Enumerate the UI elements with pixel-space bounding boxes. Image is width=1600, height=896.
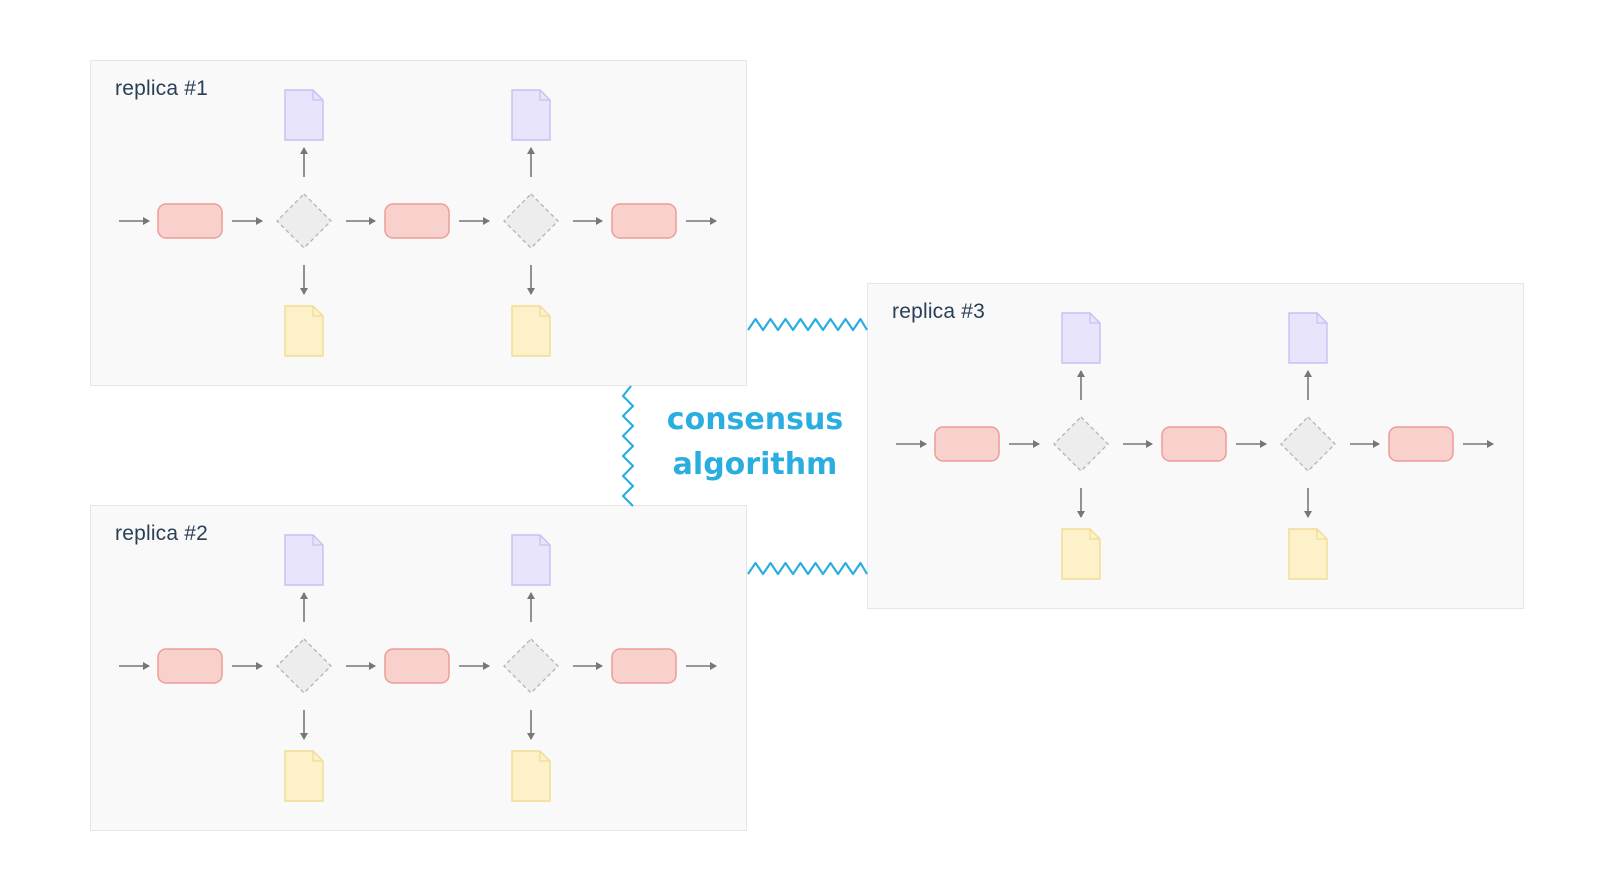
arrow-icon xyxy=(1009,440,1040,448)
arrow-icon xyxy=(346,217,376,225)
arrow-icon xyxy=(573,217,603,225)
arrow-icon xyxy=(527,592,535,622)
zigzag-connector-replica1-replica2 xyxy=(621,385,635,507)
arrow-icon xyxy=(459,662,490,670)
decision-diamond-icon xyxy=(276,638,332,694)
replica-panel-2: replica #2 xyxy=(90,505,747,831)
zigzag-connector-replica1-replica3 xyxy=(747,317,868,332)
state-box-icon xyxy=(157,648,223,684)
consensus-label-line-2: algorithm xyxy=(672,447,838,482)
document-icon xyxy=(1061,312,1101,364)
state-machine-flow xyxy=(119,89,717,357)
consensus-algorithm-label: consensus algorithm xyxy=(645,397,865,487)
arrow-icon xyxy=(119,662,150,670)
arrow-icon xyxy=(1350,440,1380,448)
state-box-icon xyxy=(934,426,1000,462)
arrow-icon xyxy=(1236,440,1267,448)
document-icon xyxy=(1288,312,1328,364)
document-icon xyxy=(511,534,551,586)
arrow-icon xyxy=(1077,488,1085,518)
arrow-icon xyxy=(119,217,150,225)
state-box-icon xyxy=(384,648,450,684)
arrow-icon xyxy=(686,217,717,225)
decision-diamond-icon xyxy=(1280,416,1336,472)
arrow-icon xyxy=(686,662,717,670)
document-icon xyxy=(511,89,551,141)
arrow-icon xyxy=(527,265,535,295)
document-icon xyxy=(284,305,324,357)
arrow-icon xyxy=(527,147,535,177)
decision-diamond-icon xyxy=(1053,416,1109,472)
decision-diamond-icon xyxy=(503,638,559,694)
arrow-icon xyxy=(300,265,308,295)
arrow-icon xyxy=(1304,370,1312,400)
arrow-icon xyxy=(896,440,927,448)
state-box-icon xyxy=(1388,426,1454,462)
arrow-icon xyxy=(300,710,308,740)
state-box-icon xyxy=(157,203,223,239)
state-machine-flow xyxy=(119,534,717,802)
state-box-icon xyxy=(1161,426,1227,462)
arrow-icon xyxy=(527,710,535,740)
arrow-icon xyxy=(232,662,263,670)
consensus-label-line-1: consensus xyxy=(666,402,844,437)
document-icon xyxy=(284,534,324,586)
zigzag-connector-replica2-replica3 xyxy=(747,561,868,576)
state-box-icon xyxy=(384,203,450,239)
state-box-icon xyxy=(611,648,677,684)
state-machine-flow xyxy=(896,312,1494,580)
arrow-icon xyxy=(1123,440,1153,448)
arrow-icon xyxy=(1304,488,1312,518)
document-icon xyxy=(511,305,551,357)
arrow-icon xyxy=(1463,440,1494,448)
replica-title: replica #3 xyxy=(892,300,986,323)
document-icon xyxy=(284,750,324,802)
document-icon xyxy=(511,750,551,802)
arrow-icon xyxy=(300,147,308,177)
arrow-icon xyxy=(573,662,603,670)
decision-diamond-icon xyxy=(276,193,332,249)
state-box-icon xyxy=(611,203,677,239)
replica-title: replica #1 xyxy=(115,77,209,100)
arrow-icon xyxy=(1077,370,1085,400)
document-icon xyxy=(1061,528,1101,580)
arrow-icon xyxy=(300,592,308,622)
document-icon xyxy=(1288,528,1328,580)
replica-panel-1: replica #1 xyxy=(90,60,747,386)
document-icon xyxy=(284,89,324,141)
arrow-icon xyxy=(459,217,490,225)
arrow-icon xyxy=(232,217,263,225)
decision-diamond-icon xyxy=(503,193,559,249)
replica-panel-3: replica #3 xyxy=(867,283,1524,609)
replica-title: replica #2 xyxy=(115,522,209,545)
arrow-icon xyxy=(346,662,376,670)
